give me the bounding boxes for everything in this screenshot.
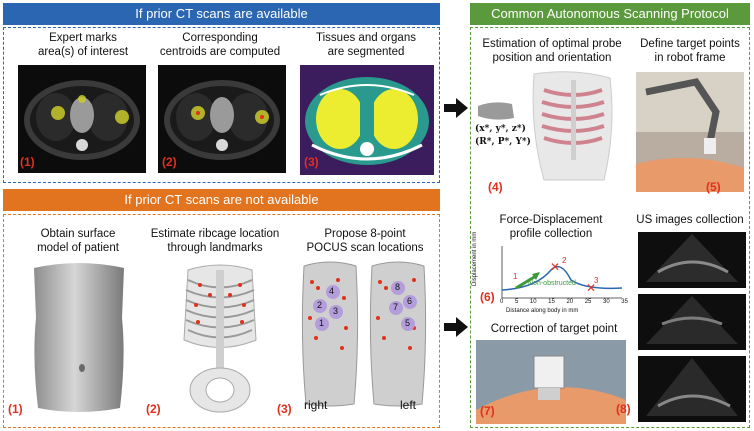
caption-expert-marks: Expert marks area(s) of interest (37, 32, 129, 58)
correction-photo (476, 340, 626, 424)
fd-xtick: 0 (500, 299, 504, 305)
fd-xtick: 25 (584, 299, 592, 305)
caption-pocus: Propose 8-point POCUS scan locations (306, 228, 424, 254)
right-arrow-icon (444, 317, 468, 337)
fd-xtick: 5 (514, 299, 519, 305)
pocus-point-8: 8 (395, 282, 401, 292)
torso-surface-model (28, 258, 130, 416)
ct-not-available-banner: If prior CT scans are not available (3, 189, 440, 211)
caption-surface-model: Obtain surface model of patient (37, 228, 119, 254)
common-protocol-banner: Common Autonomous Scanning Protocol (470, 3, 750, 25)
right-arrow-icon (444, 98, 468, 118)
step-number: (3) (277, 402, 292, 416)
fd-annotation: Non-obstructed (528, 280, 576, 287)
ct-scan-image-2 (158, 65, 286, 173)
caption-target-points: Define target points in robot frame (640, 38, 740, 64)
ultrasound-image-3 (638, 356, 746, 422)
fd-ylabel: Displacement in mm (472, 231, 478, 286)
step-number: (5) (706, 180, 721, 194)
fd-marker-3: 3 (594, 276, 599, 285)
pocus-point-7: 7 (393, 302, 399, 312)
fd-xtick: 35 (621, 299, 628, 305)
pocus-torso-left (366, 258, 430, 408)
segmented-ct-image (300, 65, 434, 175)
step-number: (3) (304, 155, 319, 169)
step-number: (2) (162, 155, 177, 169)
svg-text:✕: ✕ (586, 281, 596, 295)
caption-probe-estimation: Estimation of optimal probe position and… (482, 38, 622, 64)
pocus-point-5: 5 (405, 318, 411, 328)
fd-xticks: 0 5 10 15 20 25 30 35 (500, 299, 628, 305)
pocus-point-2: 2 (317, 300, 323, 310)
step-number: (4) (488, 180, 503, 194)
caption-correction: Correction of target point (490, 323, 618, 335)
ct-available-banner: If prior CT scans are available (3, 3, 440, 25)
caption-ribcage: Estimate ribcage location through landma… (150, 228, 280, 254)
pocus-point-3: 3 (333, 306, 339, 316)
caption-segmented: Tissues and organs are segmented (316, 32, 416, 58)
ct-scan-image-1 (18, 65, 146, 173)
step-number: (8) (616, 402, 631, 416)
pose-xyz-label: (x*, y*, z*) (475, 124, 526, 134)
fd-xtick: 15 (548, 299, 555, 305)
ct-available-panel (3, 27, 440, 183)
ct-not-available-panel (3, 214, 440, 428)
ultrasound-image-1 (638, 232, 746, 288)
step-number: (6) (480, 290, 495, 304)
svg-text:✕: ✕ (550, 260, 560, 274)
label-right: right (304, 398, 328, 412)
caption-centroids: Corresponding centroids are computed (159, 32, 281, 58)
step-number: (7) (480, 404, 495, 418)
fd-xtick: 10 (529, 299, 537, 305)
pocus-torso-right (298, 258, 362, 408)
label-left: left (400, 398, 417, 412)
common-protocol-panel (470, 27, 750, 428)
step-number: (1) (8, 402, 23, 416)
pocus-point-4: 4 (329, 286, 335, 296)
fd-marker-1: 1 (513, 272, 518, 281)
pocus-point-1: 1 (319, 318, 325, 328)
step-number: (2) (146, 402, 161, 416)
step-number: (1) (20, 155, 35, 169)
fd-marker-2: 2 (562, 256, 567, 265)
force-displacement-chart: ✕ ✕ (476, 240, 626, 316)
ribcage-model (170, 260, 270, 420)
pocus-point-6: 6 (407, 296, 413, 306)
pose-rpy-label: (R*, P*, Y*) (475, 137, 531, 147)
caption-us-images: US images collection (636, 214, 744, 226)
fd-xlabel: Distance along body in mm (506, 308, 579, 314)
probe-ribcage-model (474, 70, 630, 182)
caption-force-displacement: Force-Displacement profile collection (499, 214, 603, 240)
fd-xtick: 30 (603, 299, 610, 305)
fd-xtick: 20 (566, 299, 574, 305)
ultrasound-image-2 (638, 294, 746, 350)
robot-photo (636, 72, 744, 192)
